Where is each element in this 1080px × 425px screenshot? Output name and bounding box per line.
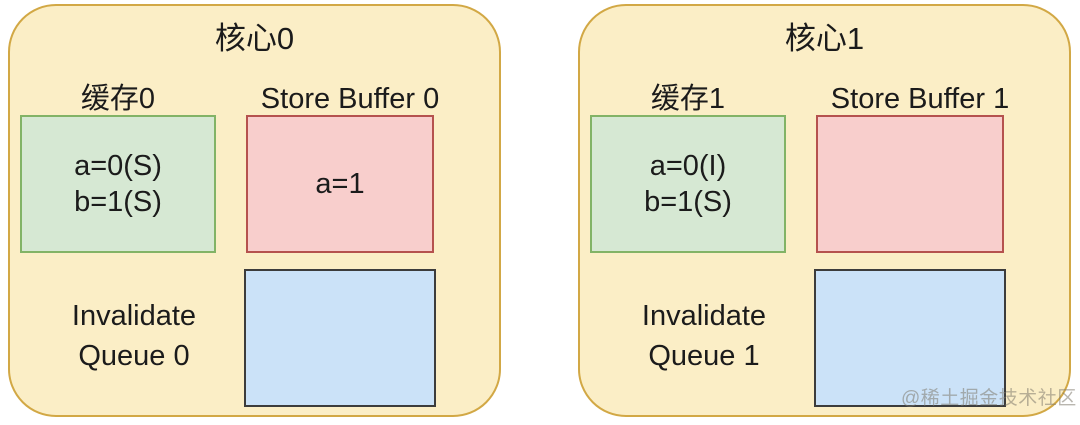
core1-cache-label: 缓存1 [650,83,726,115]
core0-store-buffer-value: a=1 [315,167,365,200]
core0-store-buffer-label: Store Buffer 0 [260,83,440,115]
core1-store-buffer-box [816,115,1004,253]
core0-store-buffer-box: a=1 [246,115,434,253]
core0-cache-label: 缓存0 [80,83,156,115]
core0-invalidate-queue-label: Invalidate Queue 0 [71,300,197,372]
core0-title: 核心0 [214,21,295,56]
core0-invalidate-queue-box [244,269,436,407]
core1-card: 核心1 缓存1 Store Buffer 1 a=0(I) b=1(S) Inv… [578,4,1071,417]
watermark: @稀土掘金技术社区 [901,388,1077,409]
core0-cache-line: b=1(S) [74,186,162,218]
core0-card: 核心0 缓存0 Store Buffer 0 a=0(S) b=1(S) a=1… [8,4,501,417]
core1-title: 核心1 [784,21,865,56]
core1-cache-line: b=1(S) [644,186,732,218]
core0-cache-box: a=0(S) b=1(S) [20,115,216,253]
core1-cache-line: a=0(I) [649,150,727,182]
core1-store-buffer-label: Store Buffer 1 [830,83,1010,115]
core1-cache-box: a=0(I) b=1(S) [590,115,786,253]
core1-invalidate-queue-box [814,269,1006,407]
core1-invalidate-queue-label: Invalidate Queue 1 [641,300,767,372]
core0-cache-line: a=0(S) [74,150,162,182]
